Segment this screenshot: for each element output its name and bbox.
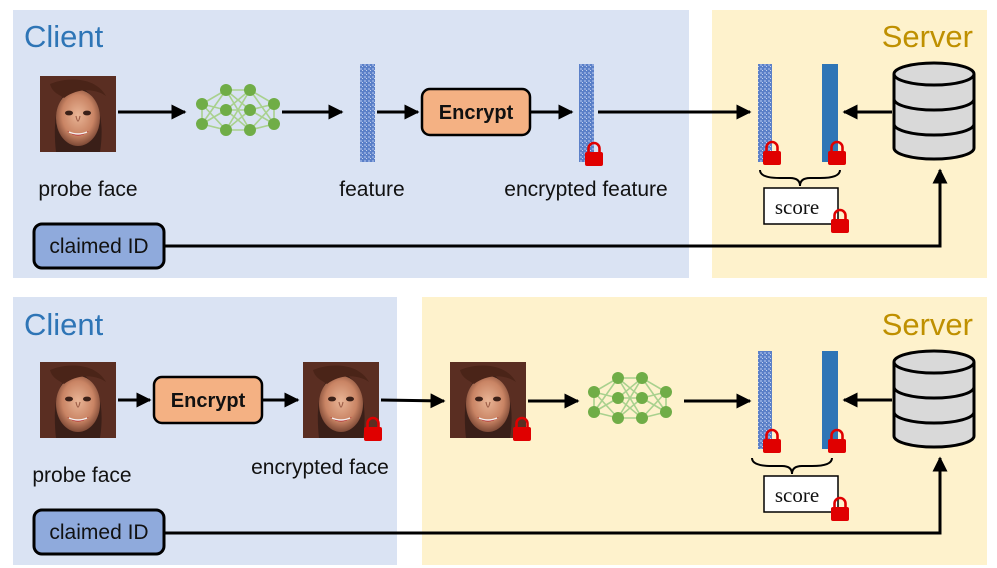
top-server-probe-vector bbox=[758, 64, 772, 162]
bottom-client-title: Client bbox=[24, 307, 104, 342]
bottom-server-face-icon bbox=[449, 361, 527, 439]
bottom-template-vector bbox=[822, 351, 838, 449]
bottom-score-box bbox=[763, 475, 839, 513]
bottom-score-brace bbox=[751, 457, 833, 475]
bottom-probe-face-icon bbox=[39, 361, 117, 439]
bottom-server-probe-vector bbox=[758, 351, 772, 449]
bottom-encrypted-face-label: encrypted face bbox=[251, 456, 389, 479]
bottom-probe-face-label: probe face bbox=[32, 464, 131, 487]
bottom-arrow-id-to-db bbox=[164, 456, 948, 535]
top-server-title: Server bbox=[882, 19, 973, 54]
top-probe-face-label: probe face bbox=[38, 178, 137, 201]
top-database-icon bbox=[892, 61, 976, 161]
bottom-claimed-id-label: claimed ID bbox=[49, 521, 148, 544]
bottom-encrypt-label: Encrypt bbox=[171, 390, 246, 412]
bottom-score-label: score bbox=[775, 483, 819, 507]
top-claimed-id-label: claimed ID bbox=[49, 235, 148, 258]
bottom-database-icon bbox=[892, 349, 976, 449]
top-encrypted-feature-label: encrypted feature bbox=[504, 178, 667, 201]
top-feature-label: feature bbox=[339, 178, 404, 201]
top-feature-vector bbox=[360, 64, 375, 162]
bottom-arrow-to-server bbox=[380, 393, 446, 409]
top-encrypted-feature-vector bbox=[579, 64, 594, 162]
top-template-vector bbox=[822, 64, 838, 162]
top-score-box bbox=[763, 187, 839, 225]
top-score-brace bbox=[759, 169, 841, 187]
top-score-label: score bbox=[775, 195, 819, 219]
top-encrypt-label: Encrypt bbox=[439, 102, 514, 124]
bottom-server-title: Server bbox=[882, 307, 973, 342]
top-arrow-id-to-db bbox=[164, 168, 948, 248]
top-client-title: Client bbox=[24, 19, 104, 54]
top-probe-face-icon bbox=[39, 75, 117, 153]
